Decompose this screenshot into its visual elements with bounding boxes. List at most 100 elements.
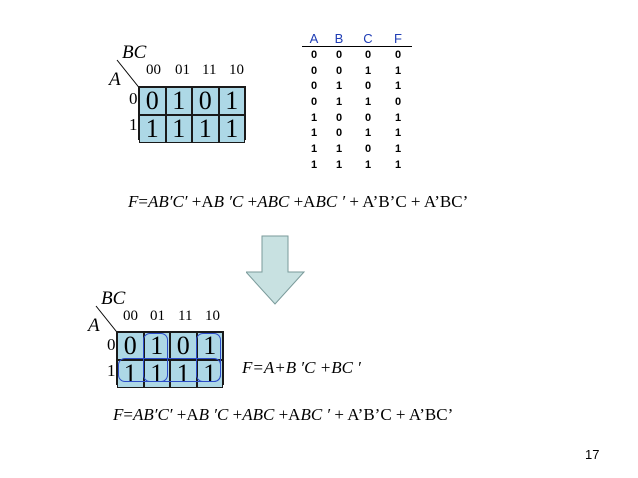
- table-cell: 0: [364, 48, 372, 61]
- formula-bottom: F=AB′C′ +AB ′C +ABC +ABC ′ + A’B’C + A’B…: [113, 405, 453, 425]
- formula-top-term: B ′C: [213, 192, 244, 211]
- formula-simplified-term: BC ′: [331, 358, 361, 377]
- table-cell: 1: [394, 64, 402, 77]
- table-cell: 1: [310, 127, 318, 140]
- kmap-top-cell: 1: [165, 87, 192, 115]
- formula-bottom-term: B ′C: [198, 405, 229, 424]
- table-cell: 1: [394, 111, 402, 124]
- table-row: 0 1 0 1: [302, 78, 412, 94]
- table-cell: 1: [394, 80, 402, 93]
- table-cell: 0: [310, 80, 318, 93]
- formula-bottom-sep: +A: [172, 405, 199, 424]
- table-cell: 0: [364, 80, 372, 93]
- table-cell: 1: [335, 80, 343, 93]
- formula-top-sep: +A: [187, 192, 214, 211]
- kmap-top-cell: 0: [139, 87, 166, 115]
- table-cell: 1: [310, 158, 318, 171]
- formula-top-term: AB′C′: [147, 192, 188, 211]
- kmap-bottom-corner-a: A: [88, 315, 100, 336]
- table-row: 0 0 0 0: [302, 47, 412, 63]
- kmap-bottom-col-header: 00: [123, 308, 138, 324]
- kmap-top-cell: 1: [218, 115, 245, 143]
- kmap-top-col-header: 00: [146, 62, 161, 78]
- table-cell: 1: [335, 95, 343, 108]
- truth-table-header-a: A: [302, 31, 326, 47]
- formula-simplified: F=A+B ′C +BC ′: [242, 358, 361, 378]
- formula-top-rest: + A’B’C + A’BC’: [345, 192, 469, 211]
- formula-bottom-sep: +A: [274, 405, 301, 424]
- kmap-bottom-cell: 0: [117, 332, 144, 360]
- formula-simplified-f: F: [242, 358, 253, 377]
- kmap-bottom-col-header: 10: [205, 308, 220, 324]
- kmap-bottom-row-header: 0: [107, 335, 116, 354]
- formula-bottom-rest: + A’B’C + A’BC’: [330, 405, 454, 424]
- table-cell: 0: [310, 48, 318, 61]
- formula-simplified-eq: =: [252, 358, 264, 377]
- formula-top-sep: +A: [289, 192, 316, 211]
- formula-simplified-plus: +: [315, 358, 332, 377]
- kmap-top-row-header: 1: [129, 115, 138, 134]
- formula-bottom-term: BC ′: [300, 405, 331, 424]
- formula-simplified-term: B ′C: [285, 358, 316, 377]
- kmap-top-cell: 0: [192, 87, 219, 115]
- kmap-bottom-col-header: 11: [178, 308, 193, 324]
- table-cell: 0: [364, 142, 372, 155]
- table-row: 1 0 1 1: [302, 125, 412, 141]
- kmap-group-loop-col-01: [143, 333, 168, 382]
- table-cell: 0: [335, 111, 343, 124]
- formula-simplified-plus: +: [274, 358, 286, 377]
- kmap-top-cell: 1: [139, 115, 166, 143]
- down-arrow-icon: [246, 235, 306, 305]
- kmap-bottom-cell: 1: [196, 360, 223, 388]
- kmap-top-grid: 0 1 0 1 1 1 1 1: [138, 86, 246, 143]
- formula-bottom-eq: =: [123, 405, 133, 424]
- table-cell: 0: [394, 95, 402, 108]
- formula-bottom-sep: +: [228, 405, 243, 424]
- table-cell: 1: [364, 127, 372, 140]
- table-cell: 0: [335, 127, 343, 140]
- kmap-bottom-cell: 1: [143, 360, 170, 388]
- formula-bottom-term: ABC: [242, 405, 275, 424]
- truth-table-header-b: B: [326, 31, 352, 47]
- table-cell: 0: [394, 48, 402, 61]
- table-cell: 0: [335, 48, 343, 61]
- formula-top: F=AB′C′ +AB ′C +ABC +ABC ′ + A’B’C + A’B…: [128, 192, 468, 212]
- kmap-top-corner-a: A: [109, 69, 121, 90]
- table-cell: 0: [310, 64, 318, 77]
- kmap-bottom-grid: 0 1 0 1 1 1 1 1: [116, 331, 224, 388]
- kmap-top-row-header: 0: [129, 89, 138, 108]
- kmap-top-corner-diagonal: [116, 59, 142, 91]
- kmap-top-col-header: 10: [229, 62, 244, 78]
- table-row: 1 0 0 1: [302, 110, 412, 126]
- kmap-bottom-cell: 0: [170, 332, 197, 360]
- kmap-bottom-corner-bc: BC: [101, 288, 126, 309]
- table-cell: 1: [394, 142, 402, 155]
- kmap-bottom-cell: 1: [143, 332, 170, 360]
- table-cell: 1: [364, 95, 372, 108]
- kmap-bottom-col-header: 01: [150, 308, 165, 324]
- kmap-top-corner-bc: BC: [122, 42, 147, 63]
- kmap-top-col-header: 01: [175, 62, 190, 78]
- table-cell: 1: [394, 158, 402, 171]
- page-number: 17: [585, 447, 600, 462]
- kmap-top-col-header: 11: [202, 62, 217, 78]
- table-row: 1 1 1 1: [302, 157, 412, 173]
- table-cell: 1: [335, 158, 343, 171]
- kmap-top-cell: 1: [218, 87, 245, 115]
- table-cell: 1: [394, 127, 402, 140]
- table-cell: 1: [364, 64, 372, 77]
- formula-top-term: BC ′: [315, 192, 346, 211]
- table-cell: 0: [364, 111, 372, 124]
- table-cell: 1: [364, 158, 372, 171]
- formula-top-f: F: [128, 192, 139, 211]
- formula-top-sep: +: [243, 192, 258, 211]
- table-cell: 1: [310, 111, 318, 124]
- kmap-top-cell: 1: [192, 115, 219, 143]
- kmap-top-cell: 1: [165, 115, 192, 143]
- formula-bottom-term: AB′C′: [132, 405, 173, 424]
- truth-table-header-f: F: [384, 31, 412, 47]
